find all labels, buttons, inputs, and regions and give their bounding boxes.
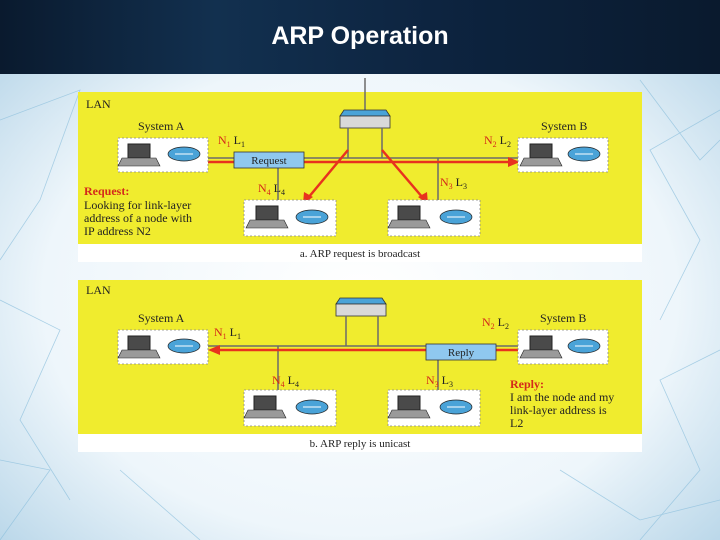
system-a-node: [117, 137, 209, 173]
node-3: [387, 199, 481, 237]
system-a-label: System A: [138, 119, 185, 133]
system-a-node: [117, 329, 209, 365]
n3-l3-label: N3 L3: [426, 373, 453, 389]
router-icon: [567, 338, 601, 354]
request-note-line-1: Looking for link-layer: [84, 198, 191, 212]
laptop-icon: [117, 143, 161, 167]
title-bar: [0, 0, 720, 74]
router-icon: [167, 338, 201, 354]
lan-label: LAN: [86, 283, 111, 297]
laptop-icon: [387, 395, 431, 419]
node-3: [387, 389, 481, 427]
panel-a-caption: a. ARP request is broadcast: [300, 248, 420, 260]
laptop-icon: [519, 335, 563, 359]
panel-b-caption: b. ARP reply is unicast: [310, 438, 411, 450]
laptop-icon: [245, 205, 289, 229]
panel-b-caption-strip: [78, 434, 642, 452]
arp-request-diagram: LAN Request System A: [78, 78, 642, 262]
panel-a-caption-strip: [78, 244, 642, 262]
system-b-node: [517, 329, 609, 365]
system-b-label: System B: [541, 119, 587, 133]
system-b-label: System B: [540, 311, 586, 325]
n2-l2-label: N2 L2: [482, 315, 509, 331]
router-icon: [439, 209, 473, 225]
request-packet: [233, 151, 305, 169]
slide-title: ARP Operation: [271, 22, 449, 50]
arp-reply-diagram: LAN Reply System A N1 L1 System B: [78, 280, 642, 452]
router-icon: [167, 146, 201, 162]
node-4: [243, 389, 337, 427]
laptop-icon: [387, 205, 431, 229]
reply-packet: [425, 343, 497, 361]
n2-l2-label: N2 L2: [484, 133, 511, 149]
switch-icon: [339, 78, 391, 129]
request-note-line-2: address of a node with: [84, 211, 192, 225]
system-a-label: System A: [138, 311, 185, 325]
laptop-icon: [117, 335, 161, 359]
request-note-title: Request:: [84, 184, 129, 198]
lan-label: LAN: [86, 97, 111, 111]
router-icon: [439, 399, 473, 415]
n3-l3-label: N3 L3: [440, 175, 467, 191]
router-icon: [295, 209, 329, 225]
router-icon: [567, 146, 601, 162]
laptop-icon: [519, 143, 563, 167]
request-note-line-3: IP address N2: [84, 224, 151, 238]
node-4: [243, 199, 337, 237]
switch-icon: [335, 297, 387, 317]
reply-note-title: Reply:: [510, 377, 544, 391]
request-packet-label: Request: [251, 155, 286, 167]
n1-l1-label: N1 L1: [214, 325, 241, 341]
n1-l1-label: N1 L1: [218, 133, 245, 149]
reply-note-line-1: I am the node and my: [510, 390, 614, 404]
router-icon: [295, 399, 329, 415]
n4-l4-label: N4 L4: [258, 181, 285, 197]
system-b-node: [517, 137, 609, 173]
reply-note-line-3: L2: [510, 416, 523, 430]
laptop-icon: [243, 395, 287, 419]
reply-packet-label: Reply: [448, 347, 475, 359]
n4-l4-label: N4 L4: [272, 373, 299, 389]
reply-note-line-2: link-layer address is: [510, 403, 607, 417]
